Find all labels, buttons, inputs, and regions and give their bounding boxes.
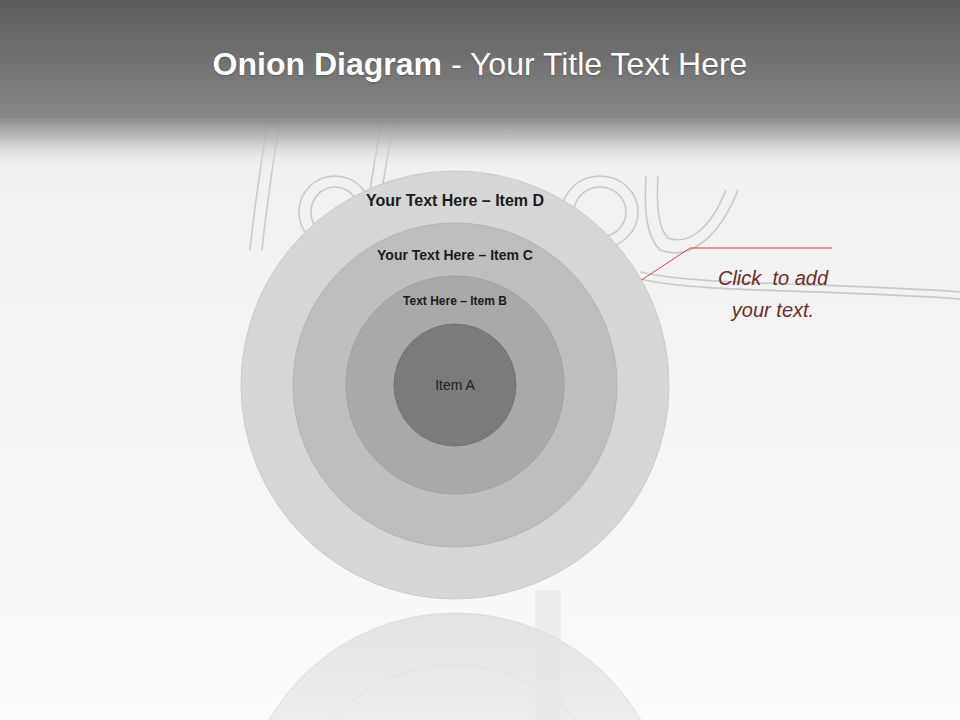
ring-circle: [394, 324, 516, 446]
onion-ring: Your Text Here – Item C Text Here – Item …: [292, 222, 618, 548]
ring-label: Text Here – Item B: [403, 294, 507, 308]
ring-circle: [241, 171, 669, 599]
reflection: [240, 590, 670, 720]
onion-ring: Item A: [393, 323, 517, 447]
ring-label: Your Text Here – Item C: [377, 247, 533, 264]
header-band: [0, 0, 960, 172]
slide-title: Onion Diagram: [213, 46, 442, 83]
title-subtext: - Your Title Text Here: [451, 46, 747, 83]
ring-circle: [293, 223, 617, 547]
ring-label: Your Text Here – Item D: [366, 191, 544, 210]
ring-label: Item A: [435, 377, 475, 394]
ring-circle: [346, 276, 564, 494]
onion-ring: Text Here – Item B Item A: [345, 275, 565, 495]
title-row: Onion Diagram- Your Title Text Here: [0, 46, 960, 83]
callout-text: Click to add your text.: [698, 262, 848, 326]
onion-ring: Your Text Here – Item D Your Text Here – …: [240, 170, 670, 600]
